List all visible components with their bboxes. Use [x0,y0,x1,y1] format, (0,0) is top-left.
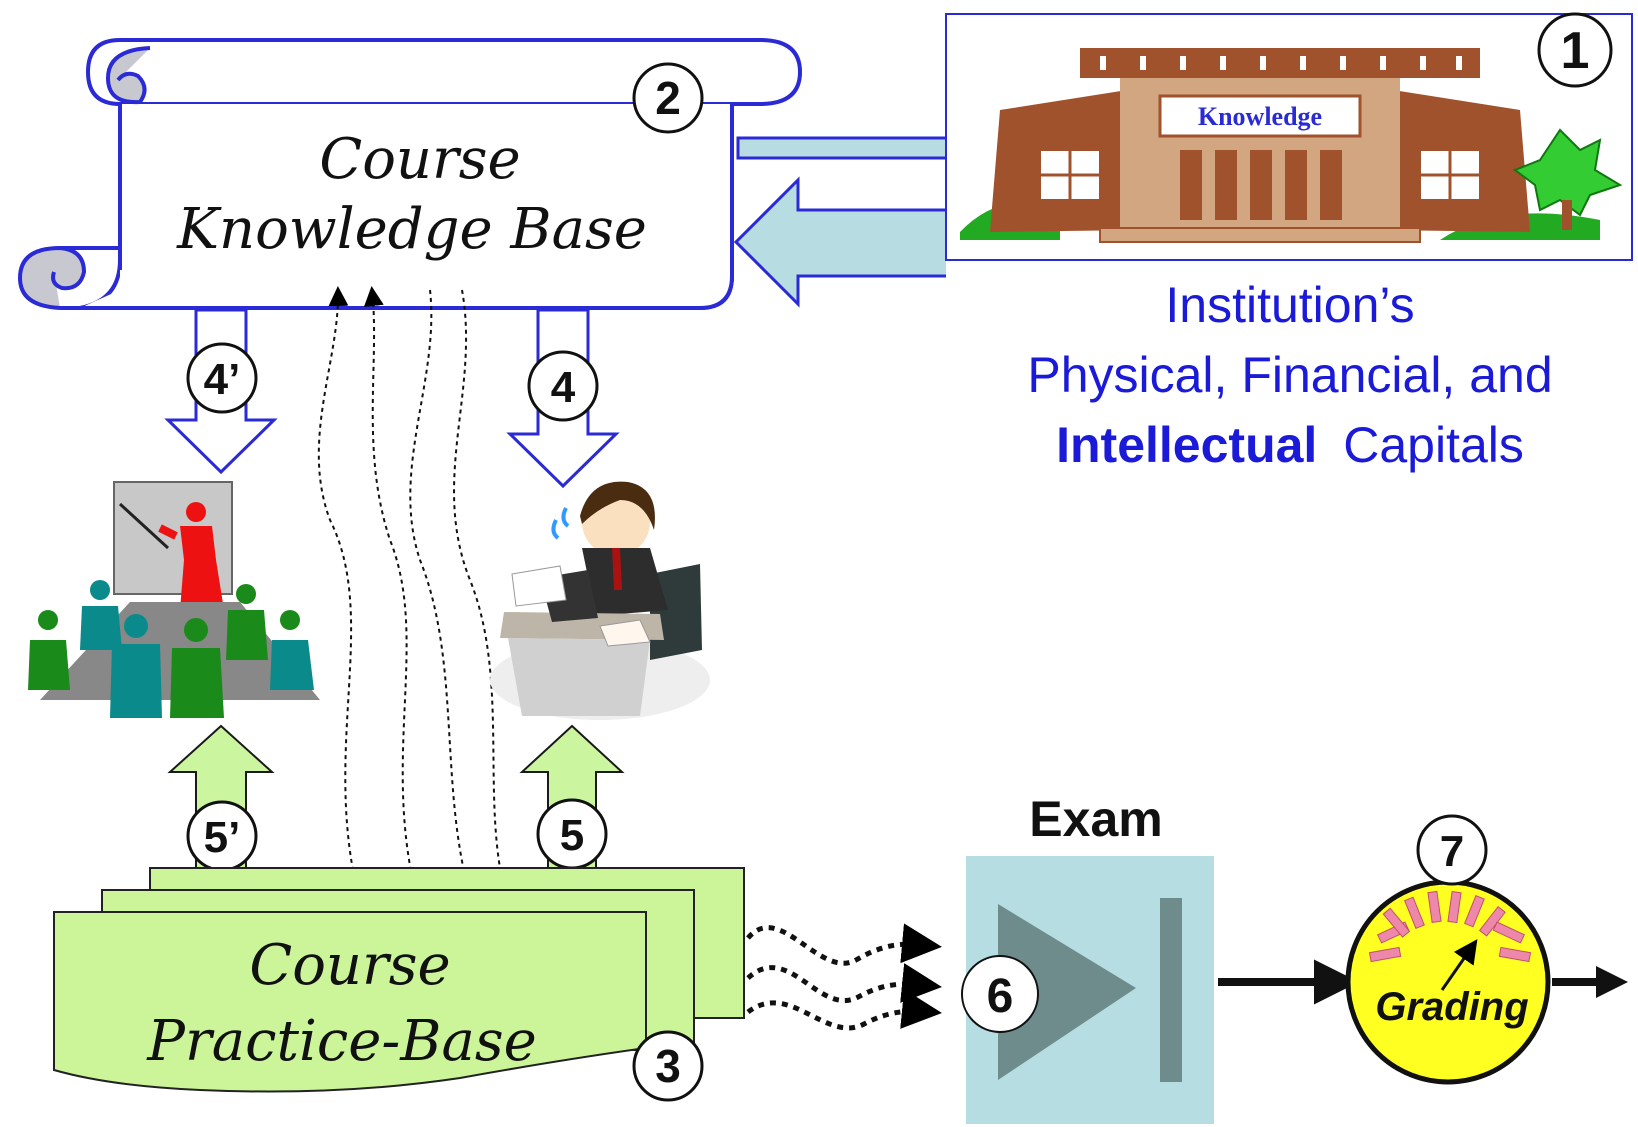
exam-to-grading-arrow [1218,959,1359,1005]
scroll-bottom-curl [17,245,87,310]
grading-needle [1440,939,1478,991]
scroll-top-curl [105,46,151,105]
knowledge-base-title-line1: Course [319,127,520,192]
grading-dial: Grading 7 [1345,814,1551,1085]
arrow-practice-to-student: 5 [519,724,625,881]
scroll-top-roll [85,38,803,106]
label-4-prime: 4’ [204,355,241,404]
knowledge-base-scroll: Course Knowledge Base 2 [17,38,803,310]
svg-text:3: 3 [655,1040,681,1092]
badge-7: 7 [1416,814,1488,886]
grading-output-arrow [1552,966,1628,998]
badge-1: 1 [1537,12,1613,88]
knowledge-base-title-line2: Knowledge Base [176,197,647,262]
building-sign: Knowledge [1198,102,1322,131]
institution-to-kb-arrow [733,176,950,308]
tree-icon [1512,128,1623,217]
svg-text:1: 1 [1561,22,1590,80]
arrow-kb-to-classroom: 4’ [164,308,278,475]
arrow-practice-to-classroom: 5’ [167,724,275,872]
practice-base-title-line2: Practice-Base [146,1009,536,1074]
svg-text:7: 7 [1440,827,1464,876]
practice-base-stack: Course Practice-Base 3 [53,867,745,1102]
practice-to-exam-dotted-arrows [746,923,942,1031]
badge-6: 6 [961,955,1039,1033]
student-at-laptop-icon [490,481,710,720]
dotted-connectors [317,286,512,903]
classroom-lecture-icon [28,481,320,718]
label-5: 5 [560,811,584,860]
institution-caption-line1: Institution’s [1165,277,1414,333]
exam-stop-bar [1160,898,1182,1082]
knowledge-building-icon: Knowledge [960,48,1623,243]
intellectual-bold: Intellectual [1056,417,1317,473]
grading-label: Grading [1375,985,1528,1029]
badge-2: 2 [632,62,704,134]
exam-play-icon [998,904,1136,1080]
label-5-prime: 5’ [204,813,241,862]
grading-gauge-ticks [1368,890,1532,963]
badge-3: 3 [632,1030,704,1102]
practice-page-front [53,911,647,1093]
institution-caption-line3: Intellectual Capitals [1056,417,1524,473]
exam-title: Exam [1029,791,1162,847]
institution-caption-line2: Physical, Financial, and [1027,347,1552,403]
institution-image-border [945,13,1633,261]
capitals-word: Capitals [1343,417,1524,473]
label-4: 4 [551,363,576,412]
arrow-kb-to-student: 4 [506,308,620,489]
exam-block: Exam 6 [961,791,1214,1124]
institution-panel: Knowledge 1 Institution’s Physical, Fina… [945,12,1634,480]
practice-base-title-line1: Course [249,933,450,998]
svg-text:6: 6 [987,970,1014,1023]
svg-text:2: 2 [655,72,681,124]
